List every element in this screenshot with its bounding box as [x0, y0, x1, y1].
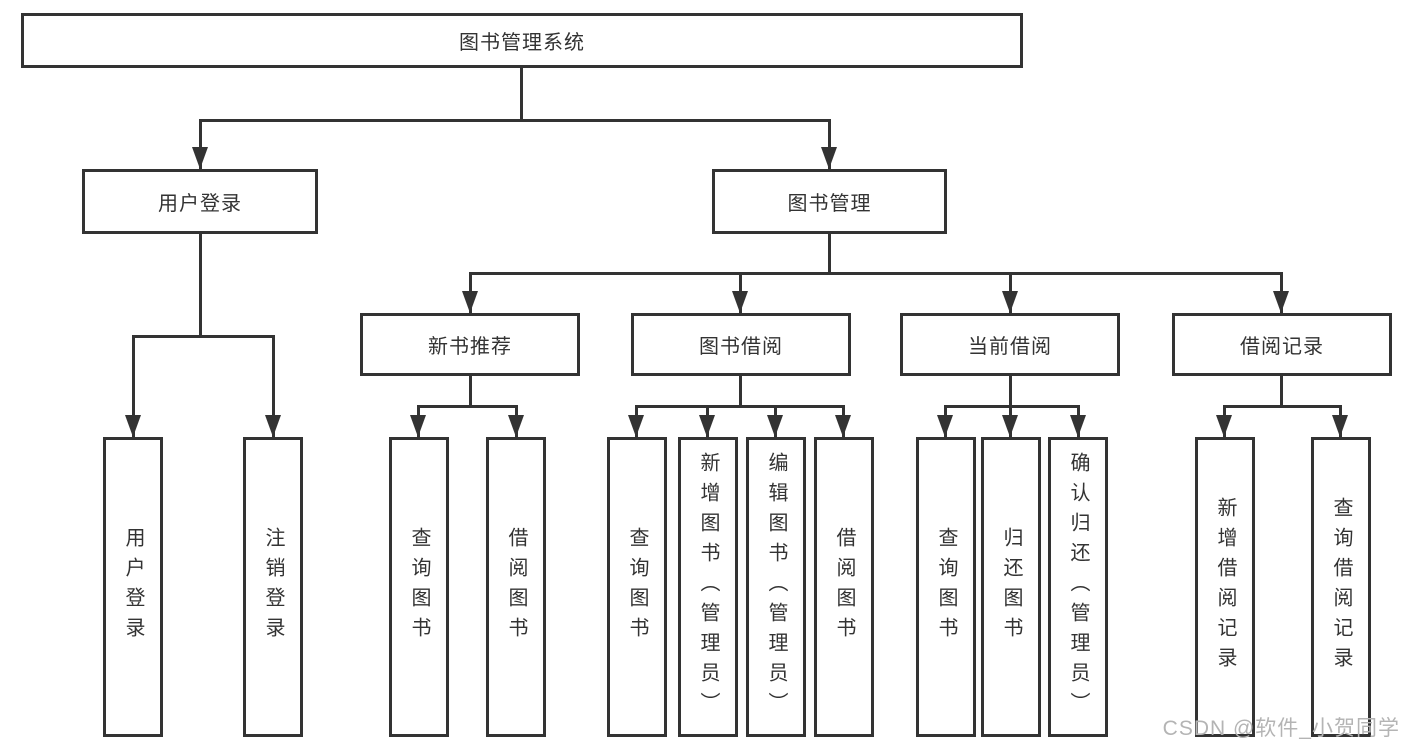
leaf-edit-book-admin: 编辑图书（管理员）: [746, 437, 806, 737]
node-borrowing-records-label: 借阅记录: [1240, 336, 1324, 358]
arrowhead-down-icon: [1002, 291, 1018, 313]
connector-login-stem: [199, 234, 202, 335]
connector-records-stem: [1280, 376, 1283, 405]
connector-login-drop-2: [272, 335, 275, 437]
arrowhead-down-icon: [732, 291, 748, 313]
arrowhead-down-icon: [1070, 415, 1086, 437]
node-current-borrowing-label: 当前借阅: [968, 336, 1052, 358]
arrowhead-down-icon: [508, 415, 524, 437]
connector-root-bar: [199, 119, 831, 122]
connector-management-bar: [469, 272, 1282, 275]
connector-login-bar: [132, 335, 274, 338]
connector-management-stem: [828, 234, 831, 272]
connector-borrowing-stem: [739, 376, 742, 405]
arrowhead-down-icon: [821, 147, 837, 169]
node-user-login: 用户登录: [82, 169, 318, 234]
node-root: 图书管理系统: [21, 13, 1023, 68]
leaf-borrow-books-recommend-label: 借阅图书: [505, 527, 527, 647]
arrowhead-down-icon: [767, 415, 783, 437]
leaf-return-book-label: 归还图书: [1000, 527, 1022, 647]
node-book-management-label: 图书管理: [787, 193, 872, 215]
leaf-edit-book-admin-label: 编辑图书（管理员）: [765, 452, 787, 722]
arrowhead-down-icon: [835, 415, 851, 437]
leaf-query-books-current: 查询图书: [916, 437, 976, 737]
node-new-book-recommend-label: 新书推荐: [428, 336, 512, 358]
node-book-management: 图书管理: [712, 169, 947, 234]
arrowhead-down-icon: [937, 415, 953, 437]
connector-current-bar: [944, 405, 1080, 408]
arrowhead-down-icon: [628, 415, 644, 437]
node-root-label: 图书管理系统: [459, 32, 585, 54]
leaf-confirm-return-admin-label: 确认归还（管理员）: [1067, 452, 1089, 722]
arrowhead-down-icon: [1332, 415, 1348, 437]
connector-root-drop-1: [199, 119, 202, 169]
leaf-add-borrow-record-label: 新增借阅记录: [1214, 497, 1236, 677]
connector-current-stem: [1009, 376, 1012, 405]
connector-borrowing-bar: [635, 405, 845, 408]
csdn-watermark: CSDN @软件_小贺同学: [1162, 717, 1400, 740]
arrowhead-down-icon: [699, 415, 715, 437]
leaf-user-login: 用户登录: [103, 437, 163, 737]
arrowhead-down-icon: [1002, 415, 1018, 437]
arrowhead-down-icon: [1273, 291, 1289, 313]
leaf-query-borrow-record: 查询借阅记录: [1311, 437, 1371, 737]
leaf-query-books-current-label: 查询图书: [935, 527, 957, 647]
leaf-borrow-books-borrowing-label: 借阅图书: [833, 527, 855, 647]
leaf-add-borrow-record: 新增借阅记录: [1195, 437, 1255, 737]
leaf-user-login-label: 用户登录: [122, 527, 144, 647]
node-borrowing-records: 借阅记录: [1172, 313, 1392, 376]
arrowhead-down-icon: [265, 415, 281, 437]
arrowhead-down-icon: [1216, 415, 1232, 437]
arrowhead-down-icon: [410, 415, 426, 437]
node-book-borrowing: 图书借阅: [631, 313, 851, 376]
connector-recommend-stem: [469, 376, 472, 405]
connector-login-drop-1: [132, 335, 135, 437]
node-current-borrowing: 当前借阅: [900, 313, 1120, 376]
leaf-borrow-books-borrowing: 借阅图书: [814, 437, 874, 737]
node-user-login-label: 用户登录: [158, 193, 242, 215]
arrowhead-down-icon: [462, 291, 478, 313]
leaf-add-book-admin: 新增图书（管理员）: [678, 437, 738, 737]
arrowhead-down-icon: [125, 415, 141, 437]
leaf-confirm-return-admin: 确认归还（管理员）: [1048, 437, 1108, 737]
leaf-query-books-borrowing-label: 查询图书: [626, 527, 648, 647]
leaf-return-book: 归还图书: [981, 437, 1041, 737]
node-new-book-recommend: 新书推荐: [360, 313, 580, 376]
leaf-query-books-recommend-label: 查询图书: [408, 527, 430, 647]
arrowhead-down-icon: [192, 147, 208, 169]
leaf-borrow-books-recommend: 借阅图书: [486, 437, 546, 737]
leaf-query-books-recommend: 查询图书: [389, 437, 449, 737]
leaf-query-borrow-record-label: 查询借阅记录: [1330, 497, 1352, 677]
leaf-add-book-admin-label: 新增图书（管理员）: [697, 452, 719, 722]
node-book-borrowing-label: 图书借阅: [699, 336, 783, 358]
connector-records-bar: [1223, 405, 1342, 408]
connector-root-stem: [520, 68, 523, 119]
connector-recommend-bar: [417, 405, 518, 408]
leaf-query-books-borrowing: 查询图书: [607, 437, 667, 737]
leaf-logout: 注销登录: [243, 437, 303, 737]
leaf-logout-label: 注销登录: [262, 527, 284, 647]
connector-root-drop-2: [828, 119, 831, 169]
